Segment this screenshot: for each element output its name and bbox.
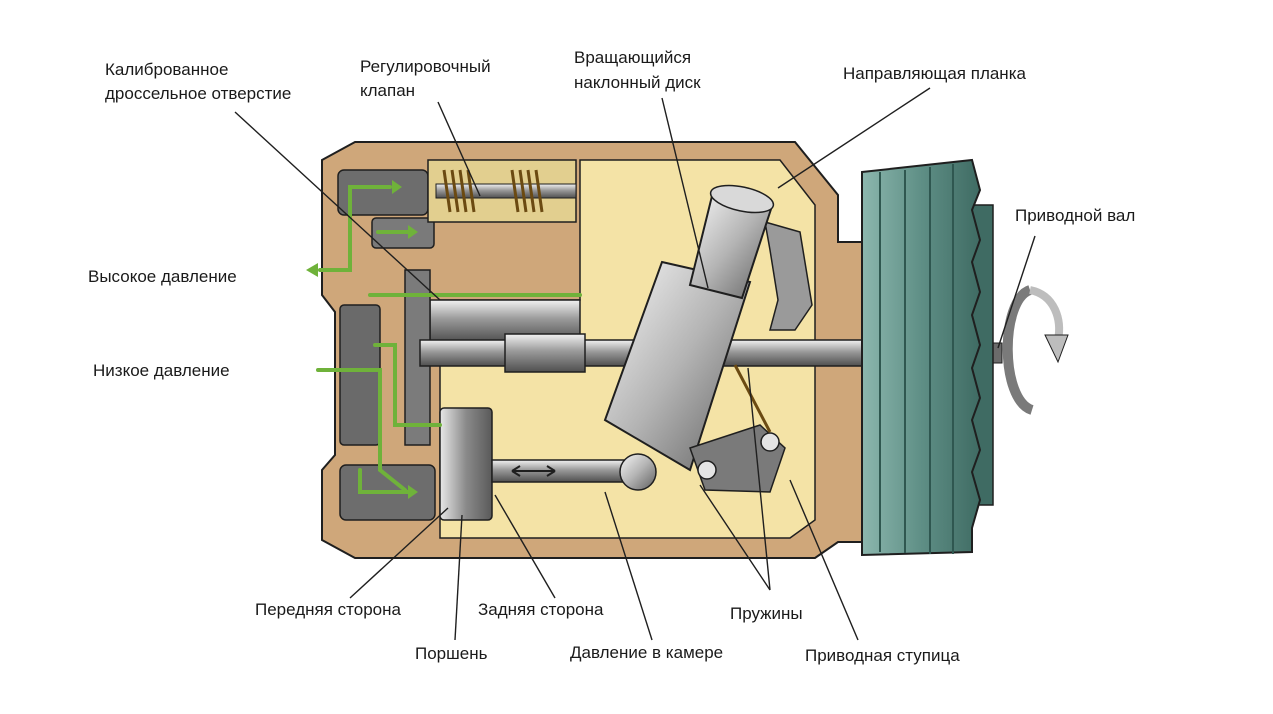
gas-lines [316, 185, 582, 494]
label-guide-bar: Направляющая планка [843, 64, 1027, 83]
arrowhead-high-pressure [306, 263, 318, 277]
label-calibrated-orifice-2: дроссельное отверстие [105, 84, 291, 103]
head-block-left [339, 304, 381, 446]
arrowhead-bottom [408, 485, 418, 499]
label-chamber-pressure: Давление в камере [570, 643, 723, 662]
label-drive-shaft: Приводной вал [1015, 206, 1135, 225]
stroke-arrow [511, 465, 556, 477]
pulley-groove-lines [879, 164, 954, 554]
label-control-valve-1: Регулировочный [360, 57, 491, 76]
leader-springs-2 [747, 367, 771, 591]
leader-guide-bar [777, 87, 931, 189]
label-drive-hub: Приводная ступица [805, 646, 960, 665]
leader-lines [234, 87, 1036, 641]
leader-rear-side [494, 494, 556, 599]
valve-spring-right [510, 169, 544, 213]
leader-piston [454, 514, 463, 641]
leader-chamber-pressure [604, 491, 653, 641]
lug-pin-1 [760, 432, 780, 452]
arrowhead-top [392, 180, 402, 194]
label-piston: Поршень [415, 644, 488, 663]
rotation-arrow [1002, 285, 1069, 415]
pulley [861, 158, 994, 557]
label-swash-plate-1: Вращающийся [574, 48, 691, 67]
leader-front-side [349, 507, 449, 599]
leader-control-valve [437, 101, 481, 197]
label-front-side: Передняя сторона [255, 600, 401, 619]
gas-arrowheads [306, 180, 418, 499]
label-swash-plate-2: наклонный диск [574, 73, 701, 92]
low-pressure-line [316, 368, 407, 492]
line-chamber-feed [373, 343, 442, 427]
label-calibrated-orifice-1: Калиброванное [105, 60, 228, 79]
label-control-valve-2: клапан [360, 81, 415, 100]
lug-pin-2 [697, 460, 717, 480]
line-bottom [358, 468, 410, 494]
label-springs: Пружины [730, 604, 803, 623]
leader-swash-plate [661, 97, 709, 289]
piston-body [439, 407, 493, 521]
piston-ball [619, 453, 657, 491]
shaft-collar [504, 333, 586, 373]
labels: Калиброванное дроссельное отверстие Регу… [88, 48, 1135, 665]
leader-springs-1 [699, 484, 771, 591]
high-pressure-line [318, 185, 392, 272]
arrowhead-valve [408, 225, 418, 239]
pulley-grooves [861, 158, 982, 557]
valve-spring-left [442, 169, 476, 213]
piston-assembly [439, 407, 657, 521]
control-valve [427, 159, 577, 223]
leader-calibrated-orifice [234, 111, 441, 301]
sleeve-cap [709, 184, 775, 214]
label-low-pressure: Низкое давление [93, 361, 230, 380]
label-rear-side: Задняя сторона [478, 600, 604, 619]
return-spring [733, 364, 772, 433]
guide-bar-shape [764, 220, 813, 331]
label-high-pressure: Высокое давление [88, 267, 237, 286]
leader-drive-hub [789, 479, 859, 641]
swash-plate [603, 184, 786, 493]
leader-drive-shaft [997, 235, 1036, 349]
